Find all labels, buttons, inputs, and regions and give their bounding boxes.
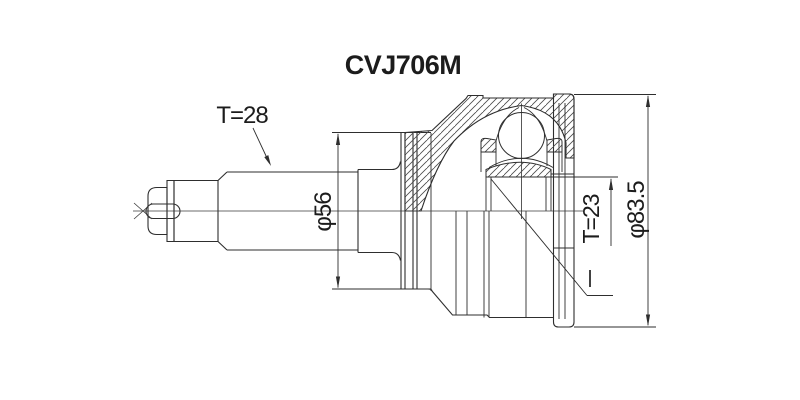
dim-phi56-arrow-down	[335, 276, 341, 289]
dim-t23-arrow-up	[608, 178, 614, 190]
joint-internals	[480, 103, 563, 219]
cage-cap-left	[480, 137, 497, 153]
dimensions	[252, 94, 656, 328]
shaft-end-cap	[147, 186, 168, 236]
cage-lines	[480, 107, 563, 172]
dim-t23-lines	[490, 176, 618, 296]
shaft-chamfer	[217, 171, 228, 251]
label-phi56: φ56	[310, 192, 337, 232]
centerline-end-mark	[133, 202, 153, 220]
label-phi835: φ83.5	[623, 181, 650, 239]
dim-phi56-lines	[332, 132, 401, 290]
outer-ring-band	[552, 93, 575, 328]
inner-race-hatched	[485, 161, 552, 178]
dim-phi56-arrow-up	[335, 133, 341, 145]
inner-race-bore	[485, 177, 552, 211]
label-t23: T=23	[578, 194, 604, 243]
bell-lower-grooves	[430, 133, 527, 318]
dim-phi835-arrow-up	[645, 95, 651, 107]
centerlines	[133, 202, 583, 220]
bell-right-face-lines	[551, 173, 574, 249]
cage-cap-right	[546, 137, 563, 153]
dim-phi835-lines	[574, 94, 656, 328]
dim-phi835-arrow-down	[645, 314, 651, 327]
bell-housing	[400, 93, 575, 328]
label-t28: T=28	[216, 102, 268, 129]
drawing-title: CVJ706M	[345, 50, 462, 80]
leader-t28	[252, 127, 268, 159]
bell-lower-contour	[427, 288, 554, 319]
leader-t28-arrow	[264, 155, 271, 166]
